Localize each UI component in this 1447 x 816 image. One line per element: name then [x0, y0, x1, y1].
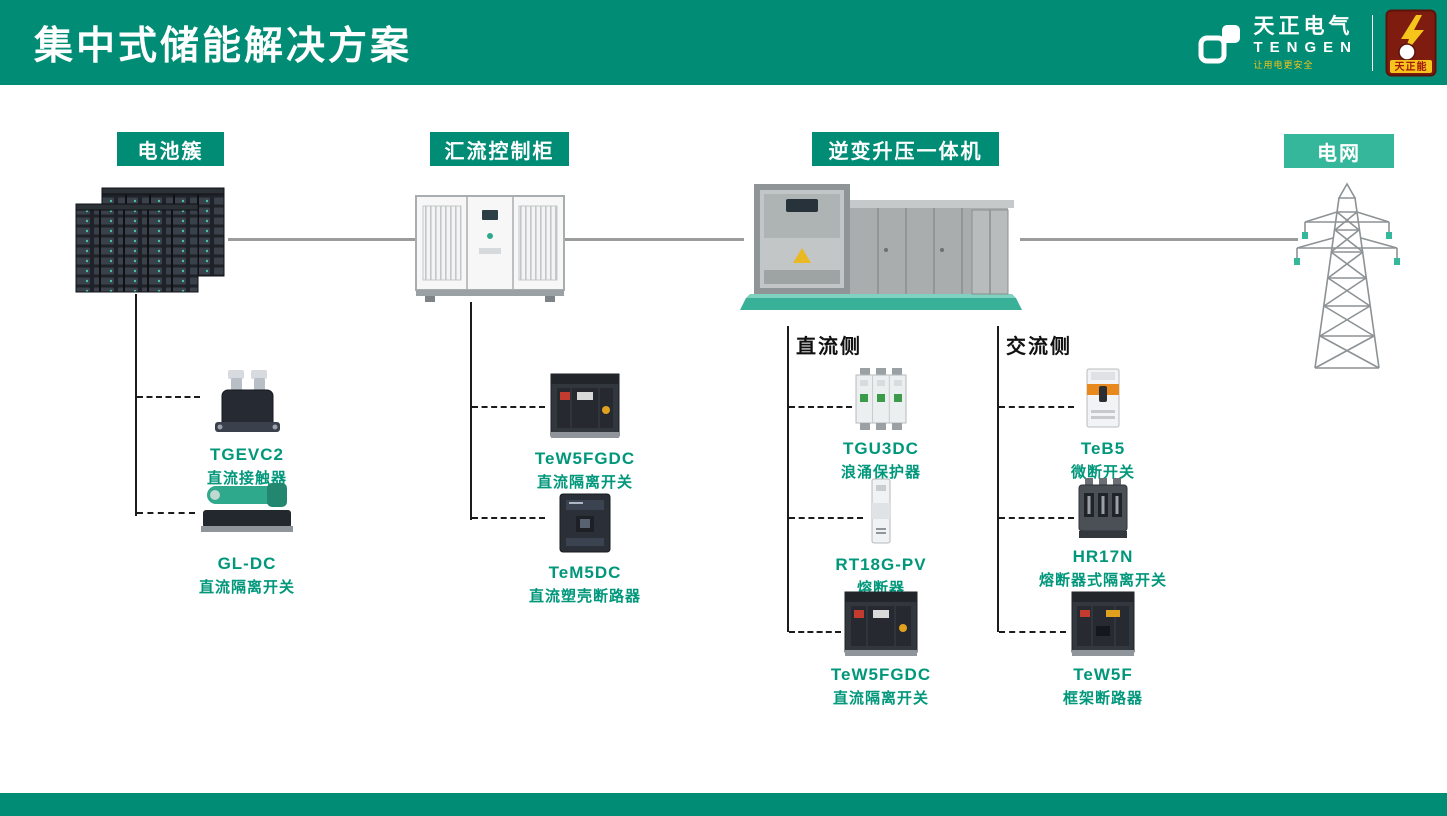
logo-divider: [1372, 14, 1373, 71]
product-tgevc2: TGEVC2 直流接触器: [187, 360, 307, 488]
combiner-branch-line: [470, 302, 472, 520]
product-image-tew5fgdc-combiner: [547, 366, 623, 442]
brand-name-cn: 天正电气: [1253, 15, 1354, 39]
dash-ac-1: [999, 406, 1074, 408]
product-model: TeM5DC: [548, 563, 622, 582]
dash-combiner-2: [472, 517, 545, 519]
product-image-tew5f: [1068, 586, 1138, 658]
dash-battery-1: [137, 396, 200, 398]
node-label-battery: 电池簇: [117, 132, 224, 166]
node-label-inverter: 逆变升压一体机: [812, 132, 999, 166]
product-model: TGEVC2: [209, 445, 285, 464]
product-desc: 熔断器式隔离开关: [1039, 572, 1168, 589]
product-desc: 微断开关: [1070, 464, 1135, 481]
brand-name-en: TENGEN: [1253, 39, 1358, 57]
node-label-grid: 电网: [1284, 134, 1394, 168]
connector-inverter-grid: [1020, 238, 1298, 241]
product-desc: 直流隔离开关: [198, 579, 295, 596]
combiner-cabinet-image: [413, 190, 567, 309]
dash-dc-1: [789, 406, 852, 408]
ac-branch-line: [997, 326, 999, 632]
product-tew5fgdc-dc: TeW5FGDC 直流隔离开关: [821, 586, 941, 708]
dash-combiner-1: [472, 406, 545, 408]
product-image-teb5: [1079, 366, 1127, 432]
connector-combiner-inverter: [564, 238, 744, 241]
product-image-tew5fgdc-dc: [841, 586, 921, 658]
dc-side-label: 直流侧: [796, 336, 862, 358]
slide-title: 集中式储能解决方案: [34, 24, 413, 68]
dc-branch-line: [787, 326, 789, 632]
product-desc: 直流塑壳断路器: [528, 588, 641, 605]
product-model: RT18G-PV: [835, 555, 927, 574]
transmission-tower-image: [1293, 182, 1401, 377]
tengen-logo-icon: [1197, 19, 1245, 67]
product-desc: 直流接触器: [206, 470, 287, 487]
dash-ac-2: [999, 517, 1074, 519]
logo-area: 天正电气 TENGEN 让用电更安全 天正能: [1197, 0, 1437, 85]
product-rt18g-pv: RT18G-PV 熔断器: [821, 476, 941, 598]
product-image-hr17n: [1075, 476, 1131, 540]
brand-block: 天正电气 TENGEN 让用电更安全: [1253, 15, 1358, 70]
badge-text: 天正能: [1394, 61, 1428, 73]
product-model: TeW5FGDC: [534, 449, 636, 468]
inverter-station-image: [740, 176, 1022, 323]
product-teb5: TeB5 微断开关: [1043, 366, 1163, 482]
connector-battery-combiner: [228, 238, 416, 241]
product-image-tem5dc: [552, 490, 618, 556]
product-model: HR17N: [1072, 547, 1134, 566]
battery-branch-line: [135, 294, 137, 516]
product-hr17n: HR17N 熔断器式隔离开关: [1039, 476, 1166, 590]
node-label-combiner: 汇流控制柜: [430, 132, 569, 166]
dash-dc-2: [789, 517, 863, 519]
product-model: TeB5: [1080, 439, 1126, 458]
product-model: TeW5FGDC: [830, 665, 932, 684]
product-tem5dc: TeM5DC 直流塑壳断路器: [525, 490, 645, 606]
product-image-rt18g-pv: [866, 476, 896, 548]
energy-badge: 天正能: [1385, 9, 1437, 77]
product-tew5f: TeW5F 框架断路器: [1043, 586, 1163, 708]
product-tew5fgdc-combiner: TeW5FGDC 直流隔离开关: [525, 366, 645, 492]
header-bar: 集中式储能解决方案 天正电气 TENGEN 让用电更安全: [0, 0, 1447, 85]
product-desc: 直流隔离开关: [832, 690, 929, 707]
product-image-tgevc2: [210, 360, 285, 438]
product-model: TeW5F: [1073, 665, 1133, 684]
dash-dc-3: [789, 631, 841, 633]
battery-cluster-image: [68, 186, 232, 301]
dash-battery-2: [137, 512, 195, 514]
product-gl-dc: GL-DC 直流隔离开关: [182, 476, 312, 597]
product-desc: 浪涌保护器: [840, 464, 921, 481]
product-desc: 直流隔离开关: [536, 474, 633, 491]
dash-ac-3: [999, 631, 1066, 633]
ac-side-label: 交流侧: [1006, 336, 1072, 358]
brand-tagline: 让用电更安全: [1253, 59, 1314, 70]
footer-bar: [0, 793, 1447, 816]
product-image-gl-dc: [199, 476, 295, 538]
product-image-tgu3dc: [854, 366, 908, 432]
product-desc: 框架断路器: [1062, 690, 1143, 707]
fist-lightning-icon: [1385, 9, 1437, 76]
product-model: GL-DC: [217, 554, 277, 573]
product-tgu3dc: TGU3DC 浪涌保护器: [821, 366, 941, 482]
product-model: TGU3DC: [843, 439, 919, 458]
